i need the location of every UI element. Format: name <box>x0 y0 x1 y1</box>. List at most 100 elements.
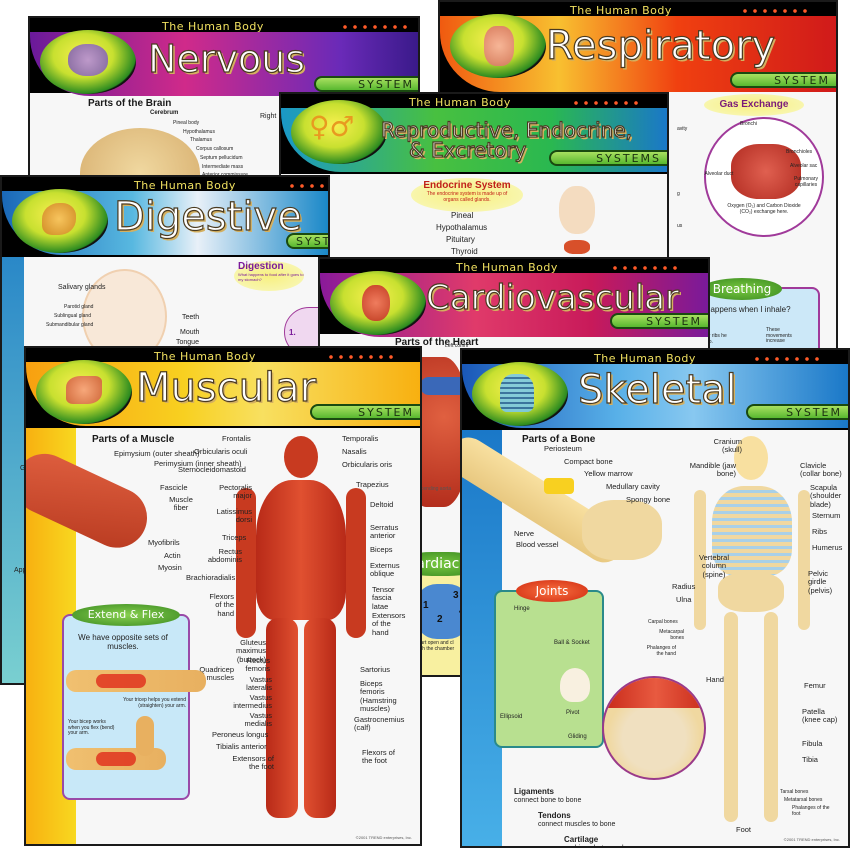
muscle-part-label: Fascicle <box>160 483 188 492</box>
alveoli-illustration <box>731 144 801 199</box>
bone-label: Carpal bones <box>648 619 678 625</box>
gender-symbols-icon: ♀♂ <box>309 110 355 143</box>
digestive-label: App <box>14 567 27 574</box>
muscle-label: Trapezius <box>356 480 389 489</box>
bone-label: Femur <box>804 681 826 690</box>
heart-label: Descending aorta <box>412 486 452 492</box>
muscle-label: Sternocleidomastoid <box>178 465 246 474</box>
muscle-label: Orbicularis oris <box>342 460 393 469</box>
gland-label: Pineal <box>451 211 474 220</box>
section-heading: Parts of a Muscle <box>92 434 175 445</box>
breathing-title: Breathing <box>702 278 782 300</box>
title-oval <box>12 189 108 253</box>
title-oval <box>472 362 568 426</box>
bone-label: Phalanges of the hand <box>646 645 676 657</box>
connective-term: Ligaments <box>514 787 555 796</box>
chamber-number: 2 <box>437 614 443 625</box>
system-tag: SYSTEM <box>730 72 836 88</box>
series-title: The Human Body <box>409 96 511 109</box>
bone-end-illustration <box>582 500 662 560</box>
brain-label: Intermediate mass <box>202 164 244 170</box>
muscle-part-label: Epimysium (outer sheath) <box>114 449 200 458</box>
digestive-label: Sublingual gland <box>54 313 91 319</box>
breathing-text: These movements increase <box>766 327 792 344</box>
series-title: The Human Body <box>570 4 672 17</box>
title-oval <box>450 14 546 78</box>
bone-label: Vertebral column (spine) <box>698 553 730 579</box>
poster-reproductive: The Human Body ♀♂ Reproductive, Endocrin… <box>279 92 669 267</box>
flexed-forearm-illustration <box>136 716 154 756</box>
bone-label: Mandible (jaw bone) <box>689 461 736 479</box>
chamber-number: 3 <box>453 590 459 601</box>
digestive-label: Mouth <box>180 329 200 336</box>
gas-label: Alveolar duct <box>704 171 734 177</box>
system-tag: SYSTEMS <box>549 150 667 166</box>
muscle-label: Brachioradialis <box>186 573 236 582</box>
brain-label: Thalamus <box>190 137 212 143</box>
muscle-label: Tibialis anterior <box>216 742 267 751</box>
muscle-label: Biceps femoris (Hamstring muscles) <box>360 679 397 713</box>
muscle-part-label: Actin <box>164 551 181 560</box>
yellow-marrow-illustration <box>544 478 574 494</box>
head-illustration <box>559 186 595 234</box>
bone-part-label: Blood vessel <box>516 540 559 549</box>
title-oval <box>330 271 426 335</box>
thyroid-illustration <box>564 240 590 254</box>
muscle-label: Nasalis <box>342 447 367 456</box>
connective-desc: connect muscles to bone <box>538 821 616 828</box>
series-title: The Human Body <box>162 20 264 33</box>
gas-label: Pulmonary capillaries <box>794 176 818 188</box>
bone-part-label: Yellow marrow <box>584 469 633 478</box>
connective-term: Cartilage <box>564 835 599 844</box>
joint-type-label: Ellipsoid <box>500 714 523 720</box>
decorative-dots <box>571 101 641 105</box>
bone-label: Phalanges of the foot <box>792 805 830 817</box>
bone-part-label: Compact bone <box>564 457 613 466</box>
decorative-dots <box>287 184 328 188</box>
side-label: avity <box>677 126 688 132</box>
muscle-label: Vastus lateralis <box>246 675 272 693</box>
bone-label: Tarsal bones <box>780 789 809 795</box>
bone-label: Hand <box>706 675 724 684</box>
bone-label: Radius <box>672 582 696 591</box>
muscle-part-label: Perimysium (inner sheath) <box>154 459 242 468</box>
gas-exchange-diagram <box>704 117 824 237</box>
bone-label: Metatarsal bones <box>784 797 823 803</box>
extend-flex-title: Extend & Flex <box>72 604 180 626</box>
system-tag: SYSTEM <box>610 313 708 329</box>
gland-label: Thyroid <box>451 247 478 256</box>
poster-nervous: The Human Body Nervous SYSTEM Parts of t… <box>28 16 420 186</box>
section-heading: Parts of the Heart <box>395 337 479 348</box>
muscle-part-label: Muscle fiber <box>169 495 193 513</box>
system-tag: SYSTEM <box>286 233 328 249</box>
extended-arm-illustration <box>66 670 206 692</box>
step-number: 1. <box>289 328 296 337</box>
gas-label: Bronchioles <box>786 149 813 155</box>
muscle-part-label: Myofibrils <box>148 538 180 547</box>
muscle-label: Externus oblique <box>370 561 400 579</box>
poster-header: The Human Body ♀♂ Reproductive, Endocrin… <box>281 94 667 174</box>
muscle-label: Gluteus maximus (buttock) <box>235 638 266 664</box>
bone-part-label: Periosteum <box>544 444 582 453</box>
series-title: The Human Body <box>594 352 696 365</box>
bone-label: Foot <box>736 825 752 834</box>
decorative-dots <box>752 357 822 361</box>
copyright: ©2001 TREND enterprises, Inc. <box>355 835 412 840</box>
poster-title: Skeletal <box>577 367 737 413</box>
bone-label: Cranium (skull) <box>713 437 742 455</box>
brain-label: Septum pellucidum <box>200 155 243 161</box>
muscle-label: Extensors of the hand <box>372 611 406 637</box>
system-tag: SYSTEM <box>310 404 420 420</box>
connective-desc: cushions between bones <box>564 845 641 846</box>
gas-label: Bronchi <box>740 121 757 127</box>
poster-skeletal: The Human Body Skeletal SYSTEM Parts of … <box>460 348 850 848</box>
poster-title: Muscular <box>135 365 317 411</box>
muscle-label: Latissimus dorsi <box>216 507 252 525</box>
bone-label: Pelvic girdle (pelvis) <box>808 569 833 595</box>
muscle-label: Gastrocnemius (calf) <box>354 715 405 733</box>
gas-label: Alveolar sac <box>790 163 818 169</box>
title-oval: ♀♂ <box>291 100 387 164</box>
extend-flex-heading: We have opposite sets of muscles. <box>78 633 168 651</box>
bone-label: Ulna <box>676 595 692 604</box>
joints-panel <box>494 590 604 748</box>
